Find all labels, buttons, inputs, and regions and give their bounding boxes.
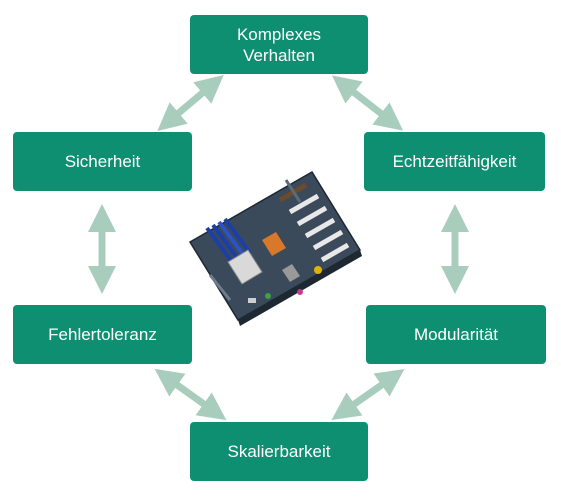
node-label: Fehlertoleranz [48,325,157,344]
node-echtzeitfaehigkeit: Echtzeitfähigkeit [364,132,545,191]
node-label: Komplexes Verhalten [236,24,322,65]
node-fehlertoleranz: Fehlertoleranz [13,305,192,364]
node-label: Modularität [413,325,499,344]
arrow-bottom-right [331,368,405,421]
node-sicherheit: Sicherheit [13,132,192,191]
node-komplexes-verhalten: Komplexes Verhalten [190,15,368,74]
node-modularitaet: Modularität [366,305,546,364]
node-skalierbarkeit: Skalierbarkeit [190,422,368,481]
node-label: Skalierbarkeit [227,442,331,461]
node-label: Echtzeitfähigkeit [392,152,517,171]
arrow-top-left [157,74,224,132]
node-label: Sicherheit [64,152,141,171]
arrow-top-right [331,75,404,131]
arrow-bottom-left [154,368,227,421]
